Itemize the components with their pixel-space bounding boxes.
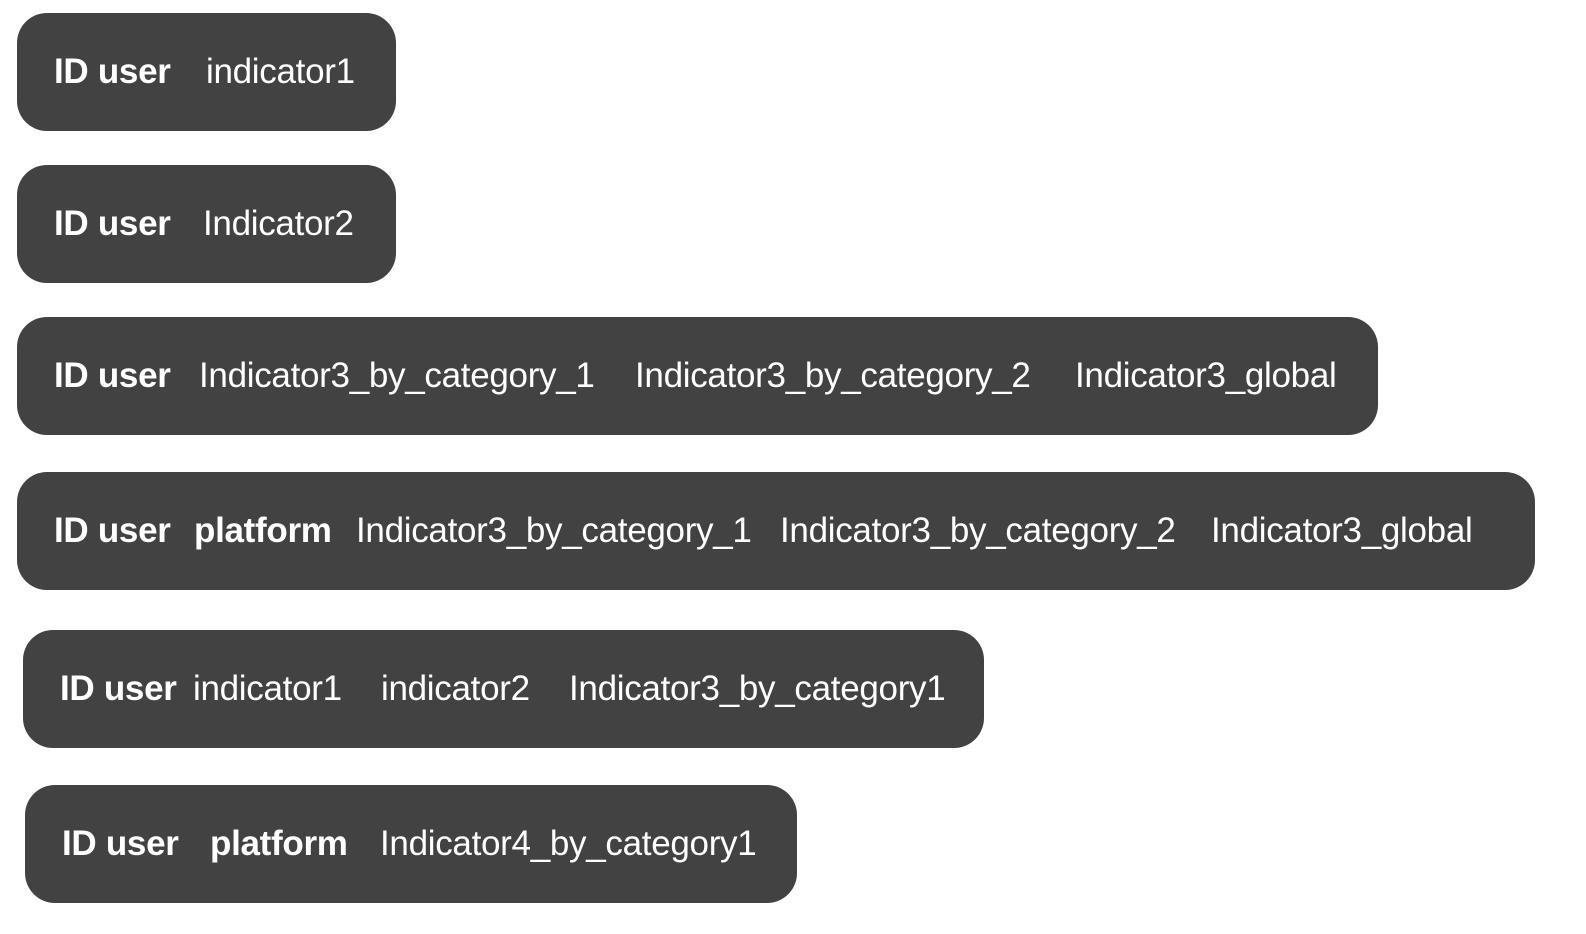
table-row: ID user platform Indicator4_by_category1 bbox=[25, 785, 797, 903]
key-column-id-user: ID user bbox=[60, 669, 177, 708]
key-column-platform: platform bbox=[210, 824, 348, 863]
key-column-platform: platform bbox=[194, 511, 332, 550]
table-row: ID user indicator1 indicator2 Indicator3… bbox=[23, 630, 984, 748]
value-column: Indicator2 bbox=[203, 204, 354, 243]
table-row: ID user indicator1 bbox=[17, 13, 396, 131]
key-column-id-user: ID user bbox=[54, 356, 171, 395]
table-row: ID user Indicator3_by_category_1 Indicat… bbox=[17, 317, 1378, 435]
value-column: Indicator3_by_category_1 bbox=[356, 511, 752, 550]
value-column: indicator1 bbox=[193, 669, 342, 708]
value-column: Indicator3_by_category_2 bbox=[635, 356, 1031, 395]
table-row: ID user platform Indicator3_by_category_… bbox=[17, 472, 1535, 590]
key-column-id-user: ID user bbox=[54, 511, 171, 550]
value-column: Indicator3_global bbox=[1211, 511, 1473, 550]
value-column: Indicator3_by_category_1 bbox=[199, 356, 595, 395]
value-column: indicator2 bbox=[381, 669, 530, 708]
value-column: Indicator3_by_category1 bbox=[569, 669, 946, 708]
table-row: ID user Indicator2 bbox=[17, 165, 396, 283]
value-column: Indicator3_global bbox=[1075, 356, 1337, 395]
value-column: indicator1 bbox=[206, 52, 355, 91]
key-column-id-user: ID user bbox=[62, 824, 179, 863]
value-column: Indicator3_by_category_2 bbox=[780, 511, 1176, 550]
value-column: Indicator4_by_category1 bbox=[380, 824, 757, 863]
key-column-id-user: ID user bbox=[54, 204, 171, 243]
key-column-id-user: ID user bbox=[54, 52, 171, 91]
